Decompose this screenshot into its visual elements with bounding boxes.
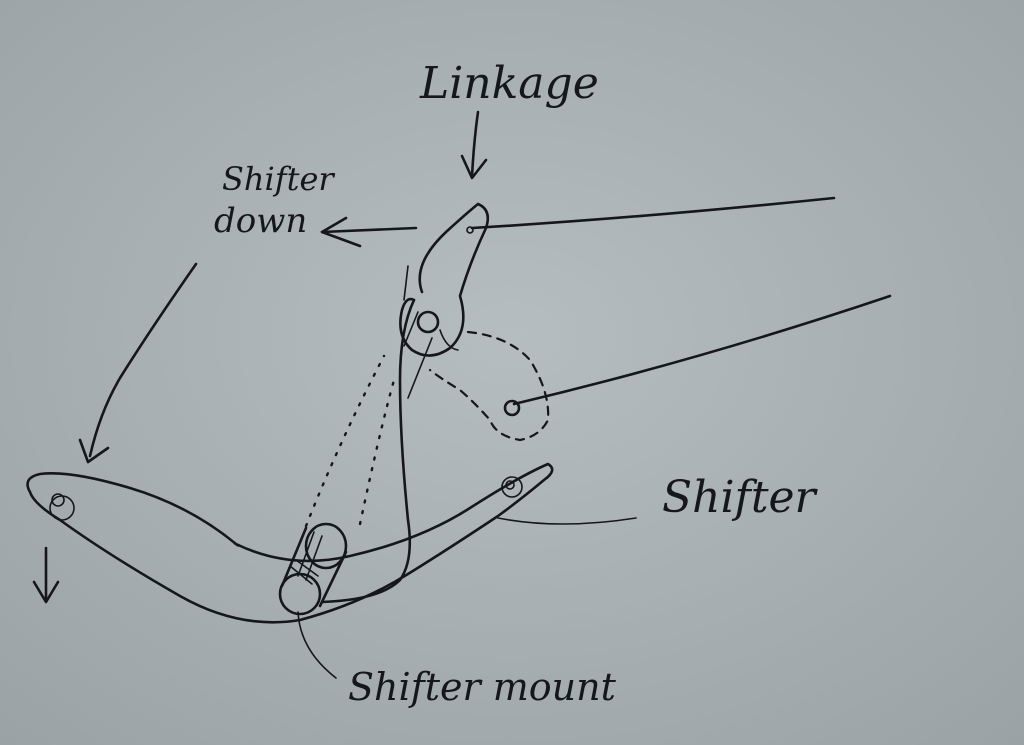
travel-lines bbox=[304, 354, 396, 528]
lower-linkage-rod bbox=[512, 294, 892, 406]
label-shifter-down-line2: down bbox=[214, 201, 307, 241]
lower-joint-icon bbox=[503, 399, 521, 417]
shifter-rod bbox=[320, 298, 416, 604]
leader-shifter-mount bbox=[297, 611, 337, 679]
linkage-pivot-icon bbox=[416, 310, 440, 334]
arrow-linkage bbox=[460, 110, 488, 180]
arrow-shifter-down bbox=[320, 216, 418, 248]
label-linkage: Linkage bbox=[419, 58, 599, 109]
right-pivot-icon bbox=[501, 476, 523, 498]
label-shifter: Shifter bbox=[662, 472, 819, 523]
upper-linkage-rod bbox=[470, 196, 836, 230]
label-shifter-down-line1: Shifter bbox=[222, 160, 335, 198]
shifter-arm bbox=[26, 462, 554, 624]
arrow-down-motion bbox=[32, 546, 60, 604]
arrow-to-shifter-end bbox=[78, 262, 198, 464]
leader-shifter bbox=[497, 517, 637, 525]
label-shifter-mount: Shifter mount bbox=[348, 665, 617, 709]
linkage-upper-joint-icon bbox=[466, 226, 474, 234]
linkage-bellcrank bbox=[399, 202, 490, 399]
shifter-mount-cylinder bbox=[278, 522, 348, 616]
alternate-position-outline bbox=[428, 330, 550, 442]
